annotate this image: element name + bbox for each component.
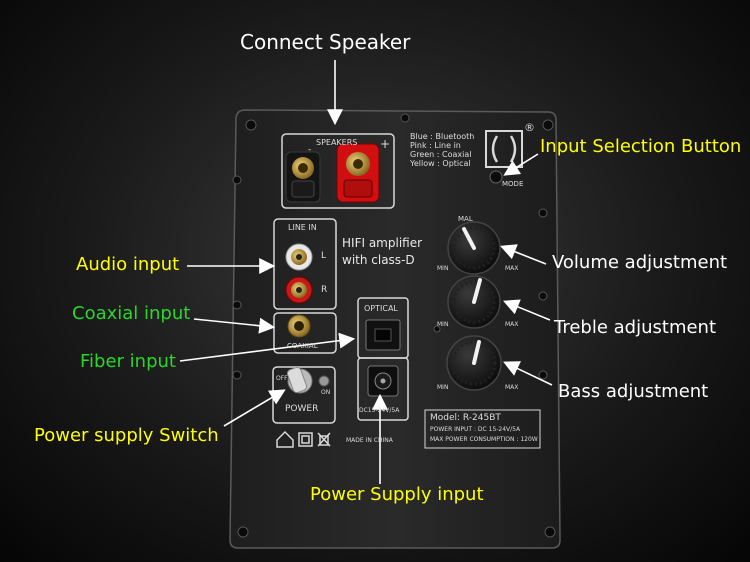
volume-knob[interactable]	[447, 221, 501, 275]
legend-blue: Blue : Bluetooth	[410, 132, 475, 141]
callout-power-supply-input: Power Supply input	[310, 484, 484, 505]
line-in-label: LINE IN	[288, 223, 317, 232]
channel-right-label: R	[321, 285, 328, 295]
mode-legend: Blue : Bluetooth Pink : Line in Green : …	[410, 133, 474, 168]
power-input-spec: POWER INPUT : DC 15-24V/5A	[430, 426, 521, 433]
rca-right-red[interactable]	[285, 276, 313, 304]
legend-yellow: Yellow : Optical	[410, 159, 471, 168]
arrow-volume	[500, 244, 547, 265]
callout-power-supply-switch: Power supply Switch	[34, 425, 219, 446]
registered-mark: ®	[524, 121, 535, 134]
volume-top-label: MAL	[458, 215, 473, 223]
hifi-line-1: HIFI amplifier	[342, 236, 423, 250]
optical-port[interactable]	[365, 319, 401, 351]
coaxial-jack[interactable]	[287, 314, 311, 338]
hifi-line-2: with class-D	[342, 253, 415, 267]
rca-left-white[interactable]	[285, 243, 313, 271]
channel-left-label: L	[321, 251, 327, 261]
callout-treble-adjustment: Treble adjustment	[554, 317, 717, 338]
callout-arrows	[179, 60, 553, 484]
speaker-minus-label: -	[308, 145, 312, 155]
dc-power-jack[interactable]	[367, 365, 399, 397]
mounting-holes	[232, 113, 556, 538]
mode-label: MODE	[502, 180, 524, 188]
switch-off-label: OFF	[276, 375, 288, 382]
switch-on-label: ON	[321, 389, 331, 396]
arrow-bass	[503, 361, 553, 386]
speaker-terminal-red[interactable]	[336, 143, 380, 203]
power-label: POWER	[285, 404, 319, 414]
arrow-treble	[503, 299, 551, 321]
speaker-terminal-frame	[281, 133, 395, 209]
treble-min-label: MIN	[437, 321, 449, 328]
certification-icons	[276, 430, 331, 448]
callout-volume-adjustment: Volume adjustment	[552, 252, 728, 273]
speaker-plus-label: +	[380, 137, 391, 151]
bass-knob[interactable]	[446, 335, 502, 391]
treble-knob[interactable]	[447, 275, 501, 329]
volume-max-label: MAX	[505, 265, 519, 272]
arrow-coaxial-input	[193, 317, 276, 334]
arrow-power-switch	[223, 389, 286, 427]
model-frame	[424, 409, 541, 449]
max-power-spec: MAX POWER CONSUMPTION : 120W	[430, 436, 538, 443]
coaxial-label: COAXIAL	[287, 342, 318, 350]
speakers-label: SPEAKERS	[316, 138, 358, 147]
callout-audio-input: Audio input	[76, 254, 180, 275]
dc-label: DC15-24V/5A	[359, 407, 400, 414]
callout-bass-adjustment: Bass adjustment	[558, 381, 709, 402]
volume-min-label: MIN	[437, 265, 449, 272]
callout-fiber-input: Fiber input	[80, 351, 176, 372]
callout-coaxial-input: Coaxial input	[72, 303, 191, 324]
legend-green: Green : Coaxial	[410, 150, 472, 159]
made-in-label: MADE IN CHINA	[346, 437, 393, 444]
arrow-input-selection	[503, 153, 539, 176]
mode-button[interactable]	[489, 170, 503, 184]
bass-min-label: MIN	[437, 384, 449, 391]
speaker-terminal-black[interactable]	[285, 151, 321, 203]
optical-label: OPTICAL	[364, 304, 398, 313]
bass-max-label: MAX	[505, 384, 519, 391]
callout-input-selection-button: Input Selection Button	[540, 136, 742, 157]
power-toggle-switch[interactable]	[286, 366, 330, 394]
treble-max-label: MAX	[505, 321, 519, 328]
arrow-fiber-input	[179, 332, 356, 362]
legend-pink: Pink : Line in	[410, 141, 461, 150]
model-label: Model: R-245BT	[430, 413, 501, 423]
dc-jack-frame	[357, 357, 409, 421]
callout-connect-speaker: Connect Speaker	[240, 30, 411, 54]
